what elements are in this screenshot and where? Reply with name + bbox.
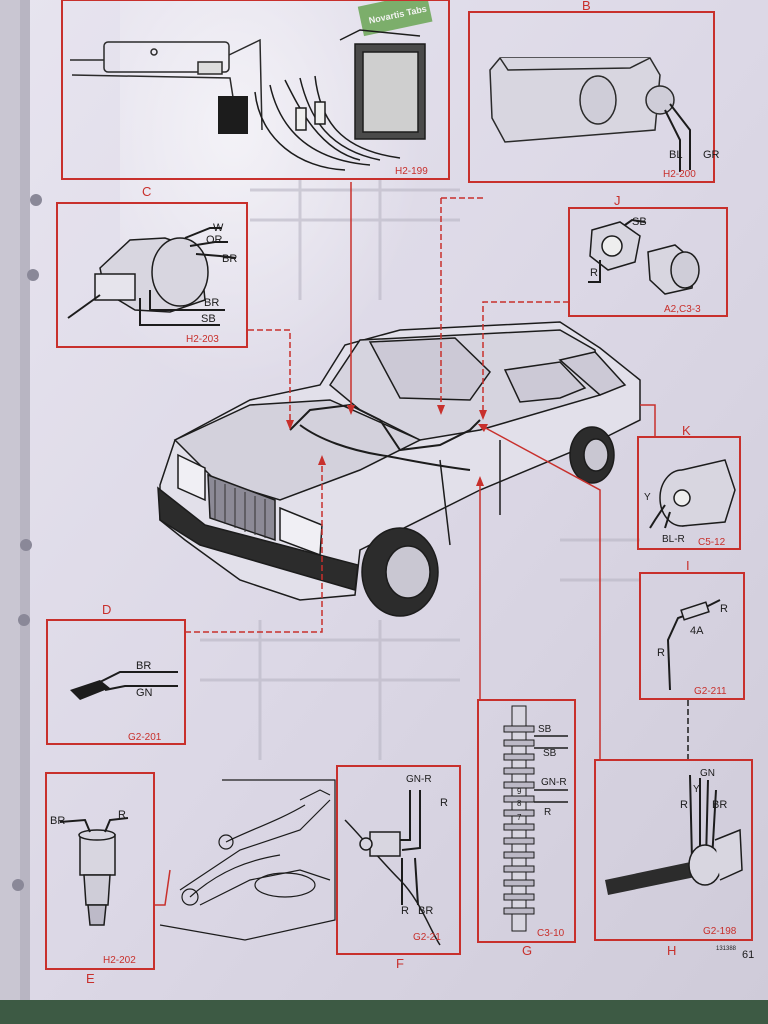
panel-k-wire-blr: BL-R bbox=[662, 534, 685, 545]
panel-c-wire-w: W bbox=[213, 222, 224, 234]
panel-g-wire-sb1: SB bbox=[538, 724, 552, 735]
panel-b: B BL GR H2-200 bbox=[468, 0, 720, 183]
panel-d-letter: D bbox=[102, 602, 111, 617]
panel-c-wire-br: BR bbox=[222, 253, 237, 265]
panel-a: H2-199 bbox=[61, 0, 450, 180]
panel-i: I R 4A R G2-211 bbox=[639, 558, 745, 700]
binder-hole bbox=[30, 194, 42, 206]
panel-g-letter: G bbox=[522, 943, 532, 958]
panel-j-wire-r: R bbox=[590, 267, 598, 279]
engine-detail-sketch bbox=[159, 779, 336, 941]
panel-d: D BR GN G2-201 bbox=[46, 602, 186, 745]
panel-c-wire-br2: BR bbox=[204, 297, 219, 309]
panel-g-code: C3-10 bbox=[537, 928, 565, 939]
panel-f-wire-gnr: GN-R bbox=[406, 774, 432, 785]
panel-i-code: G2-211 bbox=[694, 686, 727, 697]
panel-j-wire-sb: SB bbox=[632, 216, 647, 228]
panel-g-pin-7: 7 bbox=[517, 813, 522, 822]
panel-d-wire-gn: GN bbox=[136, 687, 153, 699]
panel-j-code: A2,C3-3 bbox=[664, 304, 701, 315]
binder-hole bbox=[20, 539, 32, 551]
panel-h-code: G2-198 bbox=[703, 926, 737, 937]
binder-hole bbox=[12, 879, 24, 891]
panel-c-wire-sb: SB bbox=[201, 313, 216, 325]
index-tab: Novartis Tabs bbox=[357, 0, 433, 37]
figure-code: 131388 bbox=[716, 946, 737, 952]
panel-k: K Y BL-R C5-12 bbox=[637, 423, 741, 550]
panel-c-code: H2-203 bbox=[186, 334, 219, 345]
panel-d-code: G2-201 bbox=[128, 732, 162, 743]
panel-f-wire-r-top: R bbox=[440, 797, 448, 809]
car-illustration bbox=[157, 321, 641, 617]
panel-k-letter: K bbox=[682, 423, 691, 438]
binder-hole bbox=[27, 269, 39, 281]
panel-i-wire-r: R bbox=[657, 647, 665, 659]
panel-h-wire-r: R bbox=[680, 799, 688, 811]
panel-g-wire-r: R bbox=[544, 807, 551, 818]
panel-f-letter: F bbox=[396, 956, 404, 971]
panel-f: GN-R R R BR G2-21 F bbox=[336, 765, 461, 971]
panel-b-wire-gr: GR bbox=[703, 149, 720, 161]
panel-e-letter: E bbox=[86, 971, 95, 986]
panel-g: SB SB GN-R R 9 8 7 C3-10 G bbox=[477, 699, 576, 958]
panel-b-letter: B bbox=[582, 0, 591, 13]
panel-c-letter: C bbox=[142, 184, 151, 199]
panel-f-code: G2-21 bbox=[413, 932, 441, 943]
panel-g-pin-8: 8 bbox=[517, 799, 522, 808]
panel-e-wire-r: R bbox=[118, 809, 126, 821]
panel-g-pin-9: 9 bbox=[517, 787, 522, 796]
panel-e: BR R H2-202 E bbox=[45, 772, 155, 986]
panel-b-code: H2-200 bbox=[663, 169, 696, 180]
panel-i-letter: I bbox=[686, 558, 690, 573]
panel-h-letter: H bbox=[667, 943, 676, 958]
panel-c: C W OR BR BR SB H2-203 bbox=[56, 184, 248, 348]
panel-a-code: H2-199 bbox=[395, 166, 428, 177]
panel-j-letter: J bbox=[614, 193, 621, 208]
panel-i-wire-r-top: R bbox=[720, 603, 728, 615]
page-number: 61 bbox=[742, 949, 754, 961]
panel-e-code: H2-202 bbox=[103, 955, 136, 966]
panel-h-wire-gn: GN bbox=[700, 768, 715, 779]
panel-f-wire-r: R bbox=[401, 905, 409, 917]
panel-h-wire-br: BR bbox=[712, 799, 727, 811]
panel-h-wire-y: Y bbox=[693, 784, 700, 795]
panel-h: GN Y R BR G2-198 H bbox=[594, 759, 753, 958]
panel-g-wire-sb2: SB bbox=[543, 748, 557, 759]
panel-k-wire-y: Y bbox=[644, 492, 651, 503]
panel-c-wire-or: OR bbox=[206, 234, 223, 246]
panel-k-code: C5-12 bbox=[698, 537, 726, 548]
panel-b-wire-bl: BL bbox=[669, 149, 682, 161]
binder-hole bbox=[18, 614, 30, 626]
panel-i-fuse: 4A bbox=[690, 625, 704, 637]
panel-f-wire-br: BR bbox=[418, 905, 433, 917]
panel-j: J SB R A2,C3-3 bbox=[568, 193, 728, 317]
panel-e-wire-br: BR bbox=[50, 815, 65, 827]
panel-d-wire-br: BR bbox=[136, 660, 151, 672]
panel-g-wire-gnr: GN-R bbox=[541, 777, 567, 788]
